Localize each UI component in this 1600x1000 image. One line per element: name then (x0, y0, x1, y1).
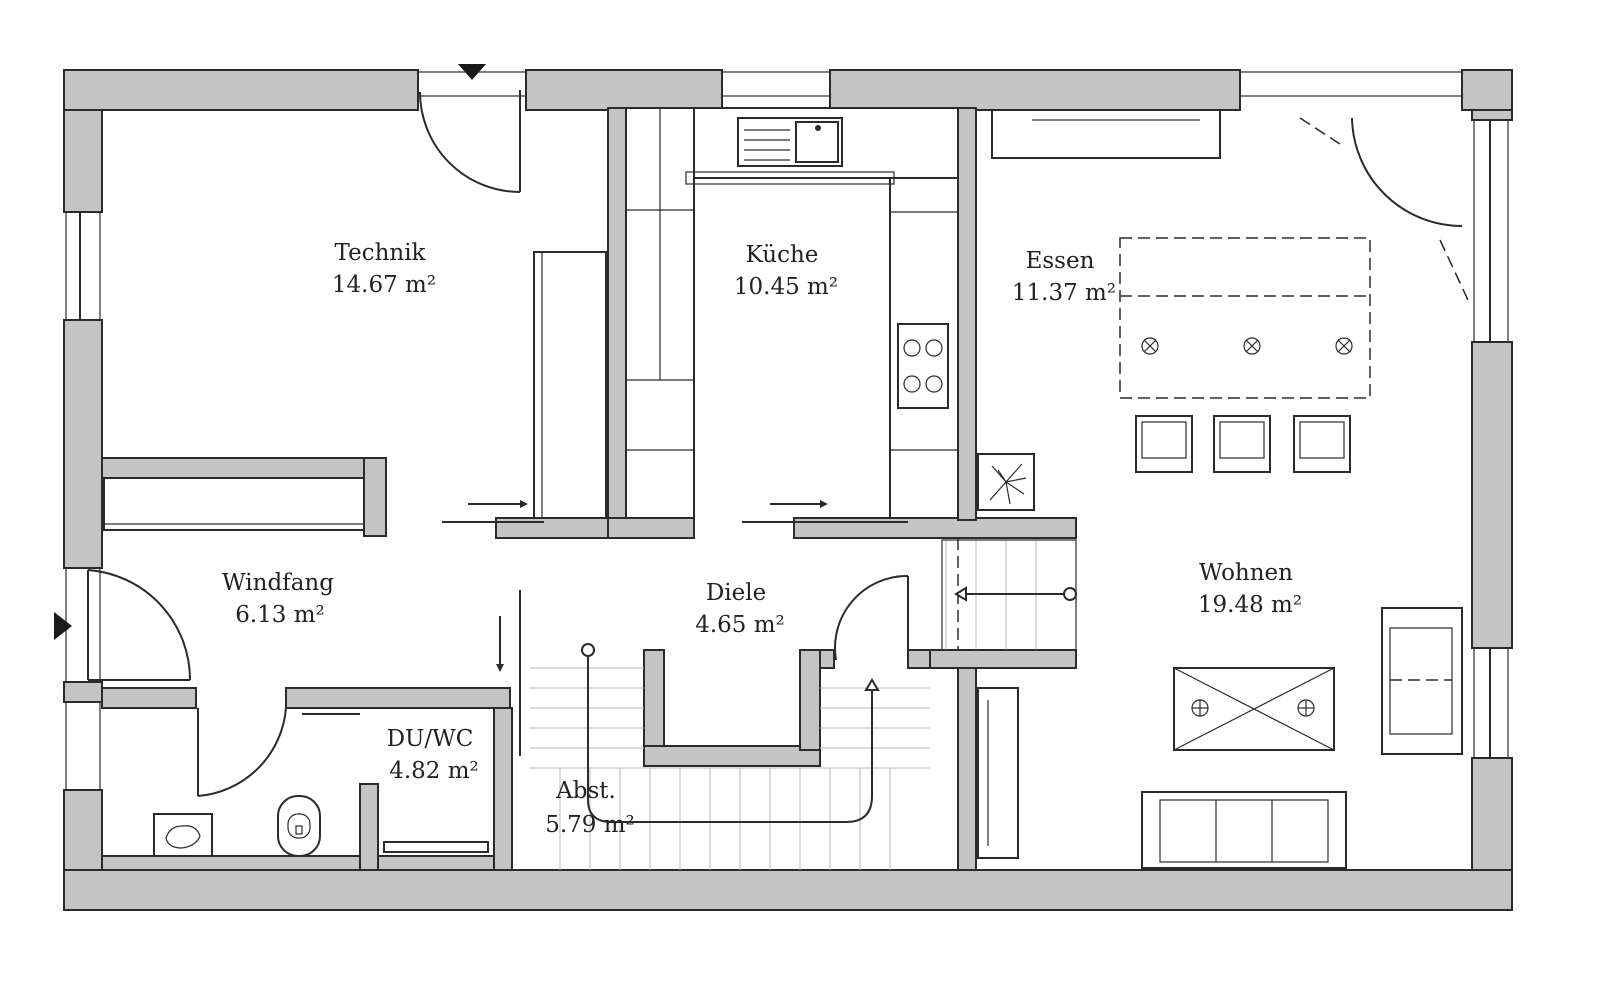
dining-table (1119, 237, 1371, 399)
kitchen-counters (625, 107, 959, 519)
room-area-technik: 14.67 m² (332, 272, 436, 298)
room-area-essen: 11.37 m² (1012, 280, 1116, 306)
armchair (1381, 607, 1463, 755)
room-name-abst: Abst. (555, 778, 616, 804)
washbasin-icon (153, 813, 213, 857)
room-name-windfang: Windfang (222, 570, 334, 596)
technik-cabinet (533, 251, 607, 519)
room-area-wohnen: 19.48 m² (1198, 592, 1302, 618)
windows (65, 71, 1509, 791)
sofa (1141, 791, 1347, 869)
room-area-kueche: 10.45 m² (734, 274, 838, 300)
room-name-wohnen: Wohnen (1199, 560, 1293, 586)
room-name-kueche: Küche (746, 242, 819, 268)
plant-icon (977, 453, 1035, 511)
windfang-wardrobe (103, 477, 365, 531)
room-name-diele: Diele (706, 580, 766, 606)
room-labels: Technik 14.67 m² Küche 10.45 m² Essen 11… (222, 240, 1302, 838)
stove-icon (897, 323, 949, 409)
tv-cabinet (977, 687, 1019, 859)
room-area-diele: 4.65 m² (695, 612, 785, 638)
room-area-duwc: 4.82 m² (389, 758, 479, 784)
room-name-technik: Technik (335, 240, 427, 266)
staircase (530, 538, 1077, 870)
interior-walls (101, 107, 1077, 871)
sink-icon (737, 117, 843, 167)
doors (87, 90, 1469, 797)
toilet-icon (277, 795, 321, 857)
entrance-marker-left (54, 612, 72, 640)
dining-chairs (1135, 415, 1351, 473)
coffee-table (1173, 667, 1335, 751)
shower-tray (383, 841, 489, 853)
outer-walls (63, 69, 1513, 911)
room-name-essen: Essen (1026, 248, 1095, 274)
sliding-doors (302, 500, 908, 756)
sideboard (991, 109, 1221, 159)
room-name-duwc: DU/WC (387, 726, 474, 752)
room-area-abst: 5.79 m² (545, 812, 635, 838)
room-area-windfang: 6.13 m² (235, 602, 325, 628)
entrance-marker-top (458, 64, 486, 80)
